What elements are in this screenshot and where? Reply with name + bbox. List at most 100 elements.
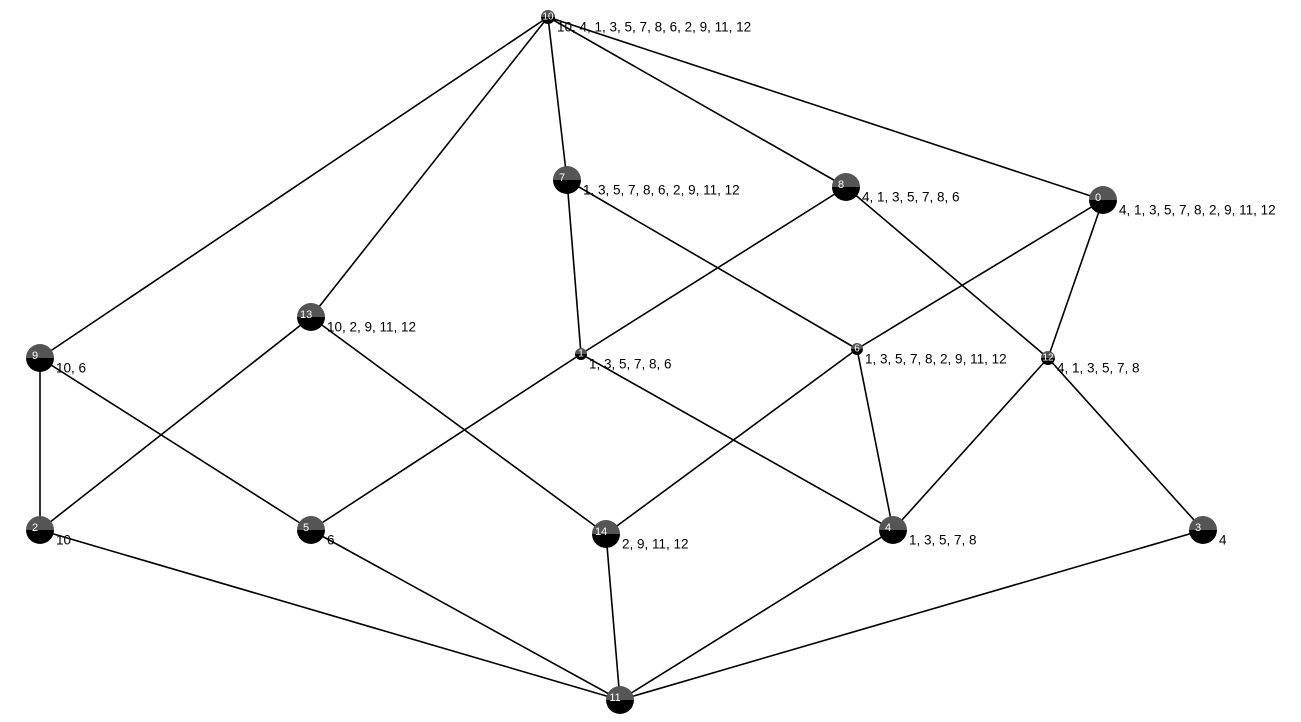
lattice-node-1[interactable]: 1 1, 3, 5, 7, 8, 6 [575,348,672,372]
node-top-half [541,10,555,17]
node-top-half [851,343,863,349]
node-bottom-half [26,530,54,544]
lattice-node-12[interactable]: 124, 1, 3, 5, 7, 8 [1041,351,1140,376]
node-extent-label: 1, 3, 5, 7, 8 [909,533,977,548]
lattice-node-4[interactable]: 4 1, 3, 5, 7, 8 [879,516,977,548]
edge-0-6 [856,199,1104,350]
node-top-half [297,516,325,530]
node-bottom-half [606,700,634,714]
node-extent-label: 1, 3, 5, 7, 8, 2, 9, 11, 12 [865,352,1007,367]
lattice-node-13[interactable]: 13 10, 2, 9, 11, 12 [297,303,416,335]
node-top-half [26,344,54,358]
edge-7-1 [566,179,582,355]
edge-7-6 [566,179,858,350]
node-id: 8 [838,179,844,191]
lattice-node-8[interactable]: 8 4, 1, 3, 5, 7, 8, 6 [832,173,960,205]
node-id: 3 [1195,522,1201,534]
edge-10-0 [547,16,1104,201]
edge-12-3 [1047,357,1204,531]
node-top-half [879,516,907,530]
node-id: 13 [300,309,312,321]
node-id: 14 [595,526,607,538]
node-bottom-half [26,358,54,372]
edge-3-11 [619,529,1204,701]
node-top-half [297,303,325,317]
node-id: 7 [559,172,565,184]
edge-6-4 [856,348,894,531]
edge-8-1 [580,186,847,355]
node-top-half [606,686,634,700]
lattice-node-9[interactable]: 9 10, 6 [26,344,86,376]
node-extent-label: 10, 2, 9, 11, 12 [327,320,416,335]
node-bottom-half [1089,200,1117,214]
node-bottom-half [851,349,863,355]
edges-layer [39,16,1204,701]
node-top-half [575,348,587,354]
edge-2-11 [39,529,621,701]
edge-1-4 [580,353,894,531]
edge-13-2 [39,316,312,531]
edge-13-14 [310,316,607,535]
node-bottom-half [553,180,581,194]
node-id: 10 [542,12,554,23]
node-bottom-half [832,187,860,201]
node-id: 5 [303,522,309,534]
edge-6-14 [605,348,858,535]
node-top-half [832,173,860,187]
edge-10-7 [547,16,568,181]
lattice-node-14[interactable]: 14 2, 9, 11, 12 [592,520,689,552]
edge-8-12 [845,186,1049,359]
node-bottom-half [1041,358,1055,365]
node-extent-label: 4, 1, 3, 5, 7, 8, 2, 9, 11, 12 [1119,203,1276,218]
node-top-half [26,516,54,530]
lattice-node-7[interactable]: 7 1, 3, 5, 7, 8, 6, 2, 9, 11, 12 [553,166,740,198]
edge-9-5 [39,357,312,531]
node-extent-label: 1, 3, 5, 7, 8, 6, 2, 9, 11, 12 [583,183,740,198]
lattice-node-6[interactable]: 61, 3, 5, 7, 8, 2, 9, 11, 12 [851,343,1007,367]
node-id: 4 [885,522,891,534]
node-extent-label: 4, 1, 3, 5, 7, 8 [1057,361,1140,376]
node-extent-label: 6 [327,533,335,548]
node-extent-label: 10, 4, 1, 3, 5, 7, 8, 6, 2, 9, 11, 12 [557,20,751,35]
node-id: 1 [578,349,584,360]
edge-10-9 [39,16,549,359]
node-id: 11 [609,692,620,704]
node-extent-label: 10, 6 [56,361,86,376]
edge-4-11 [619,529,894,701]
node-top-half [1041,351,1055,358]
node-top-half [1089,186,1117,200]
lattice-node-2[interactable]: 2 10 [26,516,71,548]
node-bottom-half [297,530,325,544]
node-extent-label: 4, 1, 3, 5, 7, 8, 6 [862,190,960,205]
edge-0-12 [1047,199,1104,359]
node-bottom-half [297,317,325,331]
node-extent-label: 10 [56,533,71,548]
node-bottom-half [879,530,907,544]
node-bottom-half [1189,530,1217,544]
node-id: 2 [32,522,38,534]
edge-10-13 [310,16,549,318]
edge-10-8 [547,16,847,188]
node-extent-label: 1, 3, 5, 7, 8, 6 [589,357,672,372]
node-id: 12 [1042,353,1054,364]
lattice-node-0[interactable]: 0 4, 1, 3, 5, 7, 8, 2, 9, 11, 12 [1089,186,1276,218]
node-extent-label: 4 [1219,533,1227,548]
lattice-node-11[interactable]: 11 [606,686,634,714]
lattice-node-5[interactable]: 56 [297,516,335,548]
node-id: 9 [32,350,38,362]
node-bottom-half [575,354,587,360]
node-extent-label: 2, 9, 11, 12 [622,537,689,552]
edge-12-4 [892,357,1049,531]
node-top-half [1189,516,1217,530]
lattice-node-3[interactable]: 34 [1189,516,1227,548]
edge-14-11 [605,533,621,701]
node-top-half [592,520,620,534]
node-bottom-half [592,534,620,548]
edge-5-11 [310,529,621,701]
node-id: 0 [1095,192,1101,204]
node-bottom-half [541,17,555,24]
edge-1-5 [310,353,582,531]
